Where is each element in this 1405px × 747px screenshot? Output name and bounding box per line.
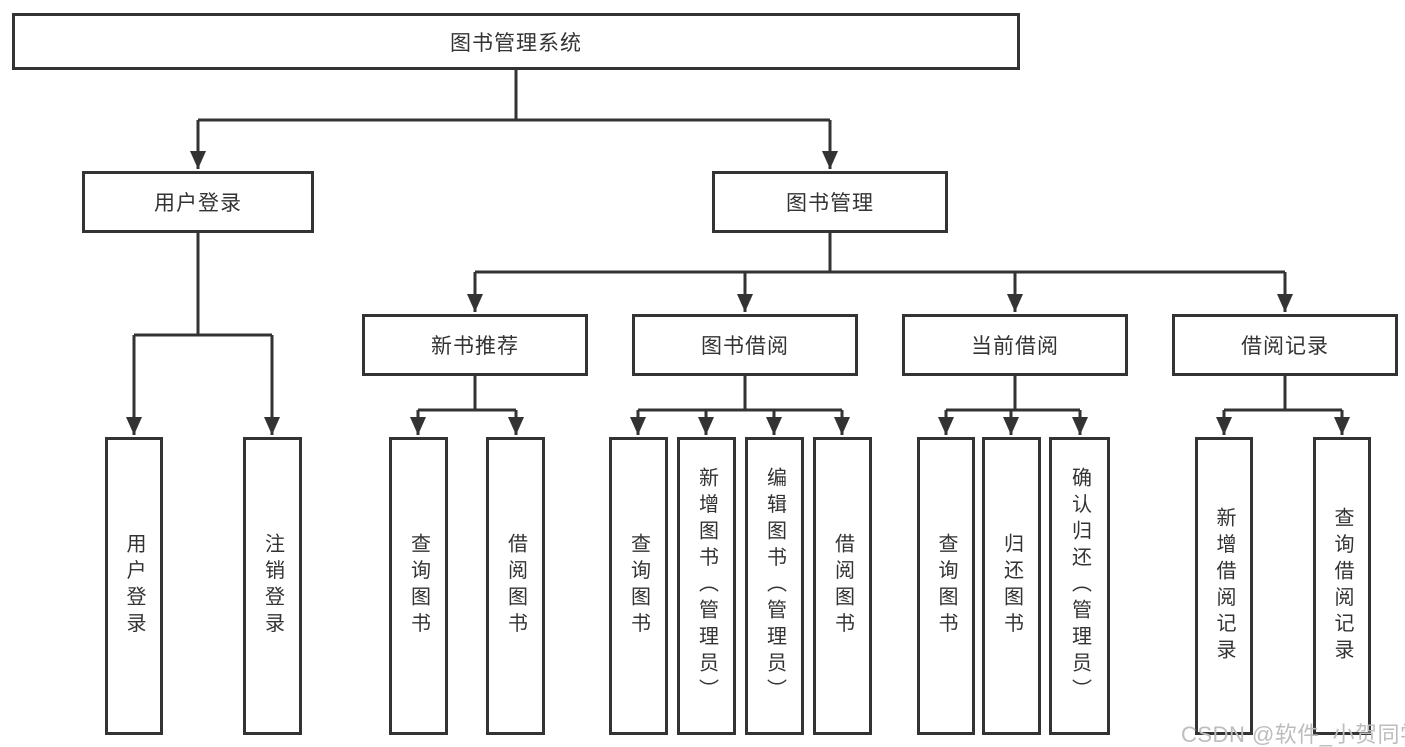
leaf-recommend-borrow-books: 借阅图书	[486, 437, 545, 735]
node-book-management: 图书管理	[712, 171, 948, 233]
node-book-borrow: 图书借阅	[632, 314, 858, 376]
leaf-logout: 注销登录	[243, 437, 302, 735]
leaf-borrow-query-books: 查询图书	[609, 437, 668, 735]
leaf-confirm-return-admin: 确认归还（管理员）	[1049, 437, 1110, 735]
connector-user-login-children	[126, 233, 280, 435]
node-root-system: 图书管理系统	[12, 13, 1020, 70]
leaf-recommend-query-books: 查询图书	[389, 437, 448, 735]
connector-book-borrow-children	[630, 376, 850, 435]
connector-borrow-record-children	[1216, 376, 1350, 435]
leaf-query-borrow-record: 查询借阅记录	[1313, 437, 1371, 735]
leaf-current-query-books: 查询图书	[917, 437, 975, 735]
leaf-return-books: 归还图书	[982, 437, 1041, 735]
connector-current-borrow-children	[938, 376, 1088, 435]
leaf-user-login: 用户登录	[105, 437, 163, 735]
leaf-add-books-admin: 新增图书（管理员）	[677, 437, 736, 735]
connector-root-to-level2	[190, 70, 838, 169]
node-current-borrow: 当前借阅	[902, 314, 1128, 376]
node-borrow-records: 借阅记录	[1172, 314, 1398, 376]
leaf-edit-books-admin: 编辑图书（管理员）	[745, 437, 804, 735]
leaf-borrow-books: 借阅图书	[813, 437, 872, 735]
leaf-add-borrow-record: 新增借阅记录	[1195, 437, 1253, 735]
connector-new-book-children	[410, 376, 524, 435]
csdn-watermark: CSDN @软件_小贺同学	[1181, 722, 1405, 747]
connector-book-mgmt-to-level3	[467, 233, 1293, 312]
node-user-login: 用户登录	[82, 171, 314, 233]
node-new-book-recommend: 新书推荐	[362, 314, 588, 376]
